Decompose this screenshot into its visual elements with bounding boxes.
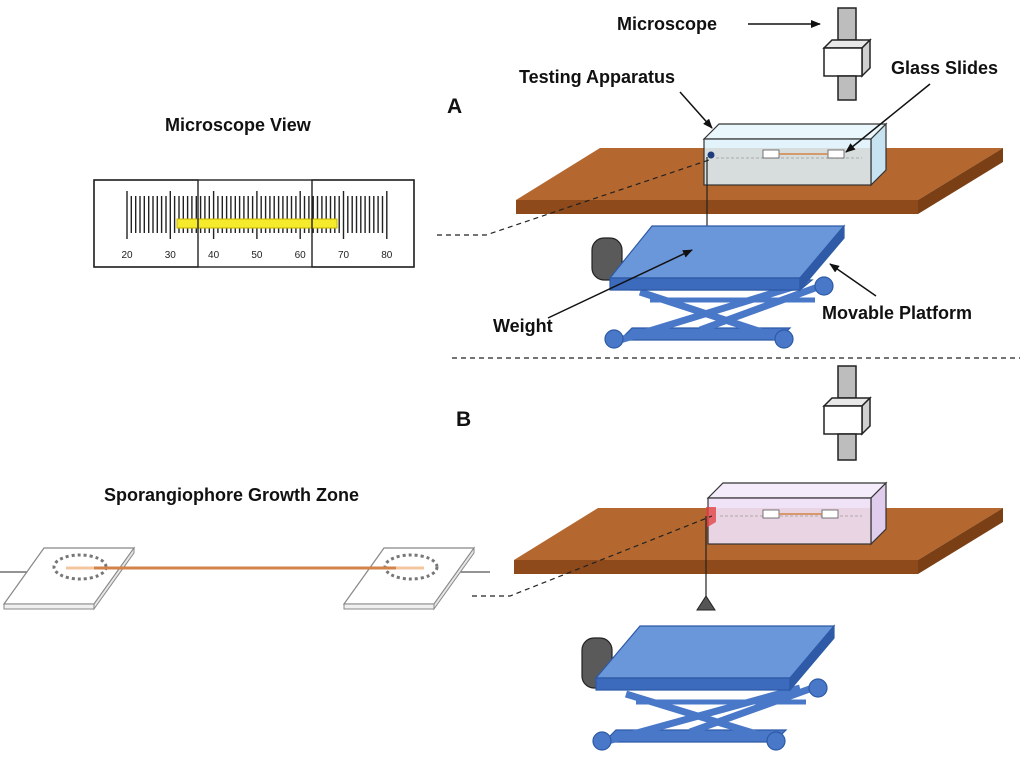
label-microscope: Microscope <box>617 14 717 34</box>
scale-tick-label: 70 <box>338 250 350 261</box>
arrow-testing-apparatus <box>679 91 713 129</box>
label-microscope-view: Microscope View <box>165 115 312 135</box>
label-movable-platform: Movable Platform <box>822 303 972 323</box>
arrow-weight <box>547 249 693 319</box>
testing-chamber-a <box>702 122 888 187</box>
scale-tick-label: 40 <box>208 250 220 261</box>
arrow-movable-platform <box>829 263 877 297</box>
microscope-a <box>822 7 872 101</box>
scale-tick-label: 30 <box>165 250 177 261</box>
growth-zone-inset <box>0 546 490 611</box>
label-growth-zone: Sporangiophore Growth Zone <box>104 485 359 505</box>
label-weight: Weight <box>493 316 553 336</box>
testing-chamber-b <box>706 481 888 546</box>
arrow-glass-slides <box>845 83 931 153</box>
microscope-view-inset: 20 30 40 50 60 70 80 <box>93 179 415 268</box>
fiber-highlight <box>176 218 338 229</box>
movable-platform-b <box>581 624 836 751</box>
view-connector-a <box>437 159 710 236</box>
label-glass-slides: Glass Slides <box>891 58 998 78</box>
scale-tick-label: 80 <box>381 250 393 261</box>
weight-b <box>696 595 716 611</box>
label-testing-apparatus: Testing Apparatus <box>519 67 675 87</box>
scale-tick-label: 60 <box>295 250 307 261</box>
microscope-b <box>822 365 872 461</box>
movable-platform-a <box>591 224 846 349</box>
scale-tick-label: 20 <box>121 250 133 261</box>
panel-label-b: B <box>456 408 471 431</box>
panel-label-a: A <box>447 95 462 118</box>
scale-tick-label: 50 <box>251 250 263 261</box>
view-connector-b <box>472 515 713 597</box>
